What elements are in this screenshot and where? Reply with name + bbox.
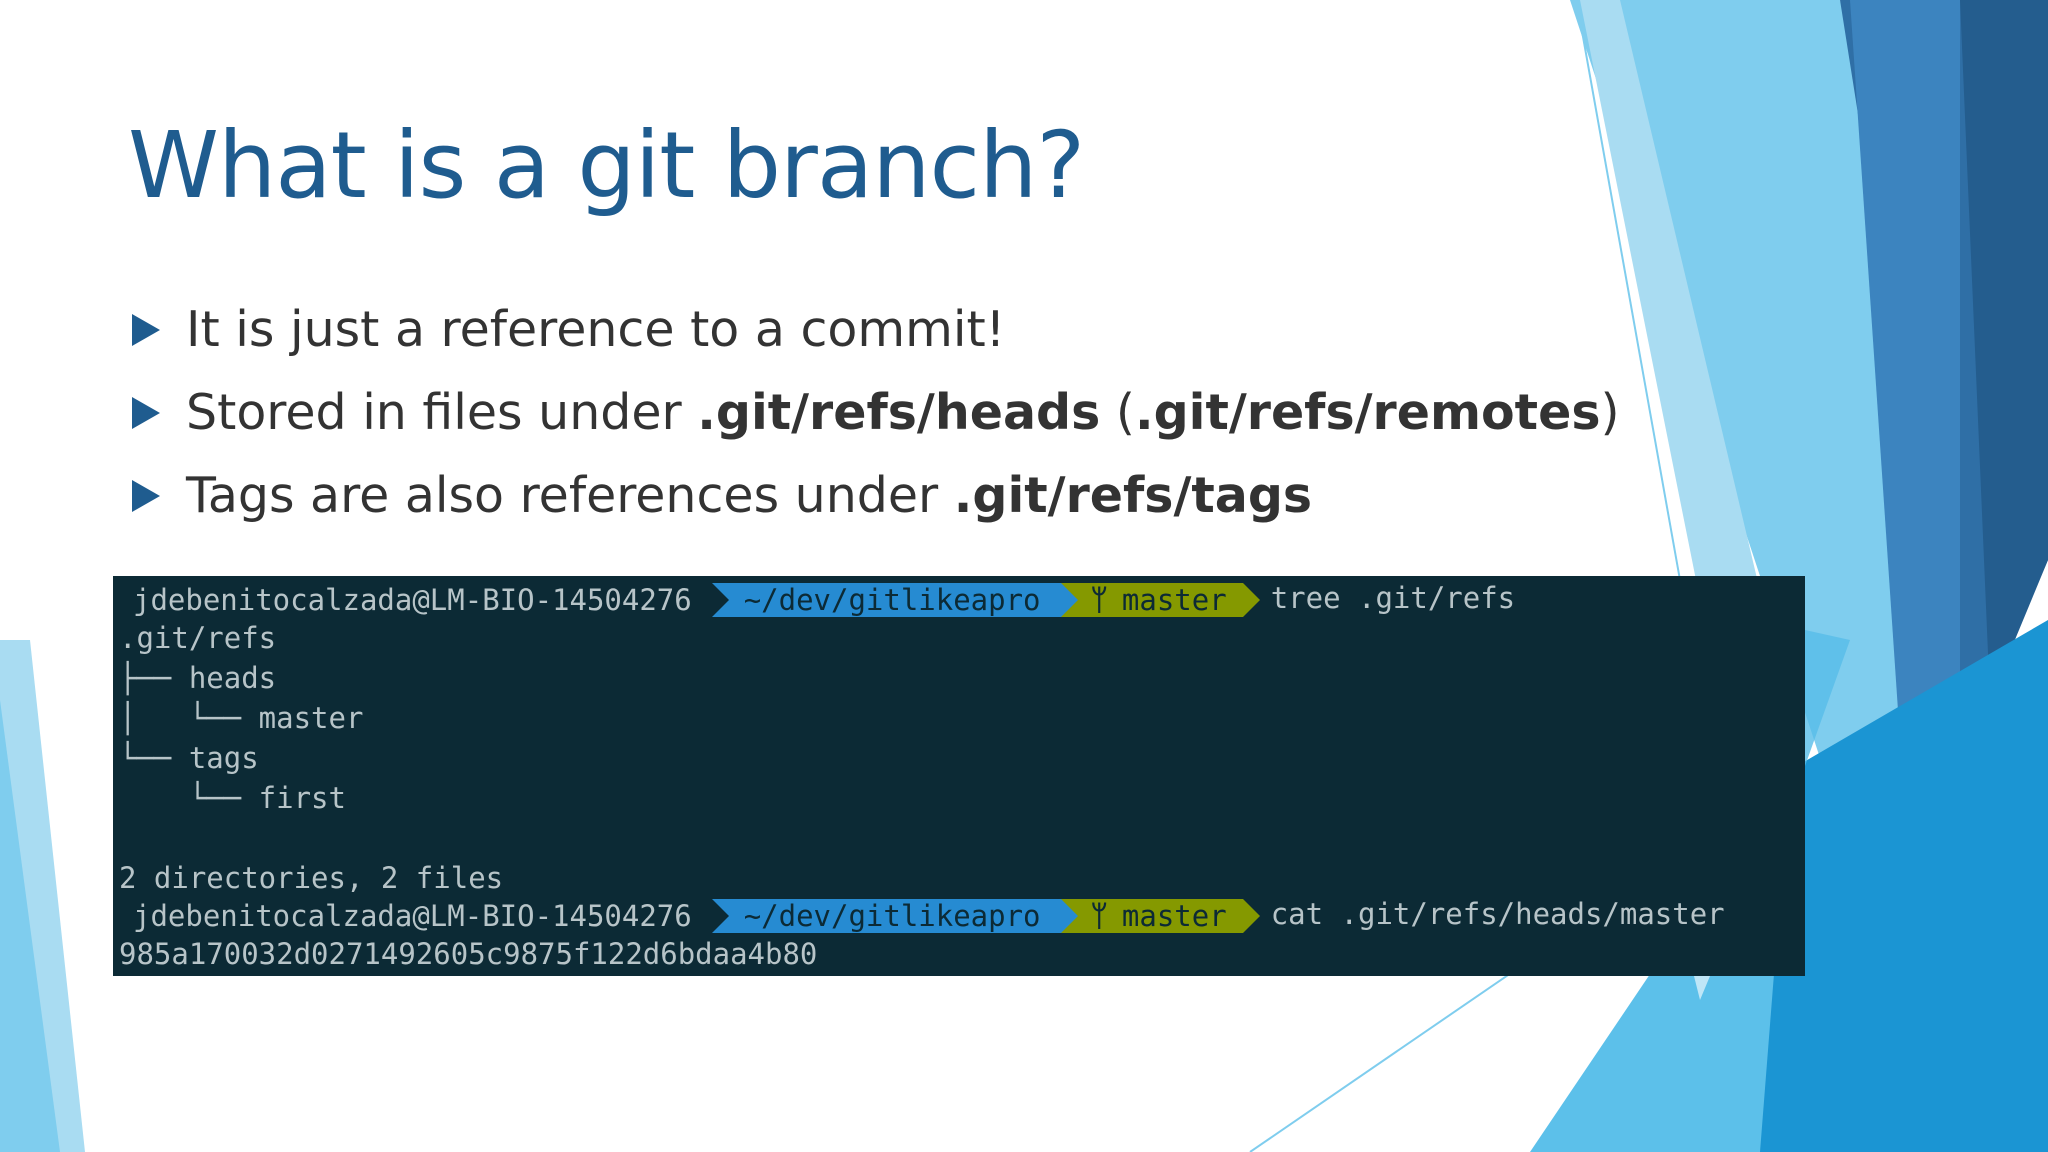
chevron-out-icon: [1242, 583, 1260, 617]
terminal-output-line: └── first: [119, 781, 346, 815]
bullet-item: It is just a reference to a commit!: [132, 288, 1620, 371]
prompt-path-segment: ~/dev/gitlikeapro: [711, 899, 1078, 933]
terminal-prompt-line: jdebenitocalzada@LM-BIO-14504276 ~/dev/gi…: [119, 578, 1515, 618]
bullet-text-part: Stored in files under: [186, 384, 698, 441]
chevron-out-icon: [1060, 583, 1078, 617]
bullet-item: Stored in files under .git/refs/heads (.…: [132, 371, 1620, 454]
prompt-user: jdebenitocalzada@LM-BIO-14504276: [133, 899, 692, 933]
terminal-hash-output: 985a170032d0271492605c9875f122d6bdaa4b80: [119, 937, 818, 971]
prompt-branch-segment: ᛘ master: [1060, 899, 1260, 933]
bullet-item: Tags are also references under .git/refs…: [132, 454, 1620, 537]
branch-icon: ᛘ: [1090, 583, 1108, 617]
prompt-branch: master: [1121, 583, 1227, 617]
prompt-path: ~/dev/gitlikeapro: [743, 583, 1041, 617]
prompt-path-segment: ~/dev/gitlikeapro: [711, 583, 1078, 617]
terminal-command: cat .git/refs/heads/master: [1270, 897, 1725, 931]
chevron-in-icon: [711, 583, 729, 617]
bullet-arrow-icon: [132, 479, 160, 512]
terminal-output-line: │ └── master: [119, 701, 364, 735]
branch-icon: ᛘ: [1090, 899, 1108, 933]
slide-title: What is a git branch?: [128, 112, 1085, 219]
prompt-branch: master: [1121, 899, 1227, 933]
bullet-text: Stored in files under .git/refs/heads (.…: [186, 384, 1620, 441]
bullet-text: It is just a reference to a commit!: [186, 301, 1006, 358]
terminal-output-line: .git/refs: [119, 621, 277, 655]
bullet-list: It is just a reference to a commit! Stor…: [132, 288, 1620, 537]
bullet-text-part: ): [1600, 384, 1620, 441]
terminal-output-line: ├── heads: [119, 661, 277, 695]
terminal-command: tree .git/refs: [1270, 581, 1516, 615]
bullet-path-remotes: .git/refs/remotes: [1134, 384, 1601, 441]
chevron-in-icon: [711, 899, 729, 933]
bullet-path-heads: .git/refs/heads: [697, 384, 1101, 441]
terminal-prompt-line: jdebenitocalzada@LM-BIO-14504276 ~/dev/gi…: [119, 894, 1725, 934]
bullet-arrow-icon: [132, 396, 160, 429]
chevron-out-icon: [1060, 899, 1078, 933]
bullet-path-tags: .git/refs/tags: [953, 467, 1313, 524]
chevron-out-icon: [1242, 899, 1260, 933]
prompt-user: jdebenitocalzada@LM-BIO-14504276: [133, 583, 692, 617]
terminal-output-line: 2 directories, 2 files: [119, 861, 504, 895]
terminal-output-line: └── tags: [119, 741, 259, 775]
bullet-text-part: (: [1100, 384, 1135, 441]
prompt-branch-segment: ᛘ master: [1060, 583, 1260, 617]
bullet-arrow-icon: [132, 313, 160, 346]
terminal-screenshot: jdebenitocalzada@LM-BIO-14504276 ~/dev/gi…: [113, 576, 1805, 976]
bullet-text-part: Tags are also references under: [186, 467, 954, 524]
bullet-text: Tags are also references under .git/refs…: [186, 467, 1312, 524]
prompt-path: ~/dev/gitlikeapro: [743, 899, 1041, 933]
